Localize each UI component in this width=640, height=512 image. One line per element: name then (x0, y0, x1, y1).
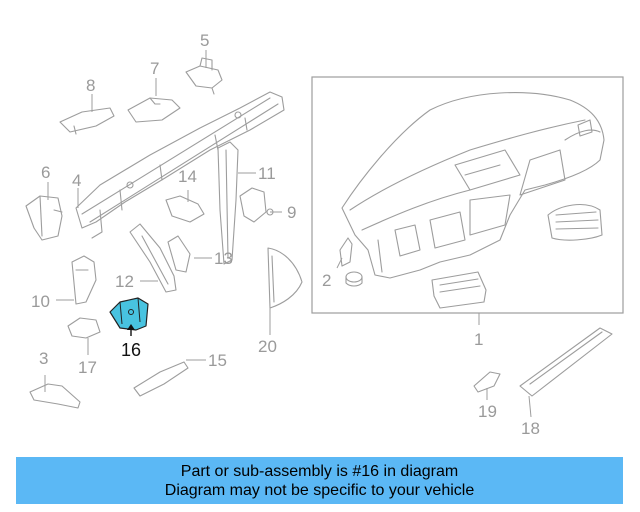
callout-2: 2 (322, 271, 331, 290)
callout-9: 9 (287, 203, 296, 222)
leader-lines (44, 50, 532, 418)
part-15-brace[interactable] (133, 361, 189, 397)
part-4-cross-car-beam[interactable] (75, 91, 285, 239)
callout-16: 16 (121, 340, 141, 360)
callout-17: 17 (78, 358, 97, 377)
part-3-bracket[interactable] (29, 383, 81, 409)
banner-line-2: Diagram may not be specific to your vehi… (164, 481, 475, 499)
part-6-bracket[interactable] (25, 195, 63, 241)
callout-11: 11 (258, 164, 276, 183)
part-8-bracket[interactable] (59, 107, 115, 135)
part-11-brace[interactable] (217, 141, 239, 265)
callout-13: 13 (214, 249, 233, 268)
part-7-bracket[interactable] (127, 97, 181, 123)
banner-line-1: Part or sub-assembly is #16 in diagram (180, 462, 459, 480)
part-10-bracket[interactable] (71, 255, 97, 305)
part-5-bracket[interactable] (185, 57, 223, 95)
callout-3: 3 (39, 349, 48, 368)
callout-14: 14 (178, 167, 197, 186)
part-2-bracket[interactable] (339, 237, 353, 267)
part-12-bracket[interactable] (129, 223, 177, 293)
dash-vent-center[interactable] (431, 271, 487, 309)
callout-4: 4 (72, 171, 81, 190)
callout-6: 6 (41, 163, 50, 182)
parts-diagram: 1 2 3 4 5 6 7 8 9 10 11 12 13 14 15 16 1… (25, 31, 624, 438)
callout-8: 8 (86, 76, 95, 95)
part-16-bracket-highlighted[interactable] (109, 297, 149, 331)
part-9-bracket[interactable] (239, 187, 274, 223)
callout-18: 18 (521, 419, 540, 438)
part-19-bracket[interactable] (473, 371, 501, 393)
part-14-bracket[interactable] (165, 195, 205, 223)
info-banner: Part or sub-assembly is #16 in diagram D… (16, 457, 623, 504)
part-1-instrument-panel[interactable] (341, 92, 605, 279)
callout-7: 7 (150, 59, 159, 78)
part-17-bracket[interactable] (67, 317, 101, 339)
callout-12: 12 (115, 272, 134, 291)
part-13-bracket[interactable] (167, 235, 191, 273)
callout-19: 19 (478, 402, 497, 421)
dash-vent-right[interactable] (547, 204, 603, 241)
callout-5: 5 (200, 31, 209, 50)
callout-20: 20 (258, 337, 277, 356)
callout-10: 10 (31, 292, 50, 311)
callout-1: 1 (474, 330, 483, 349)
part-20-panel[interactable] (267, 247, 303, 309)
callout-15: 15 (208, 351, 227, 370)
part-2-clip[interactable] (345, 271, 363, 287)
part-18-rail[interactable] (519, 327, 613, 397)
instrument-panel-box (311, 76, 624, 314)
